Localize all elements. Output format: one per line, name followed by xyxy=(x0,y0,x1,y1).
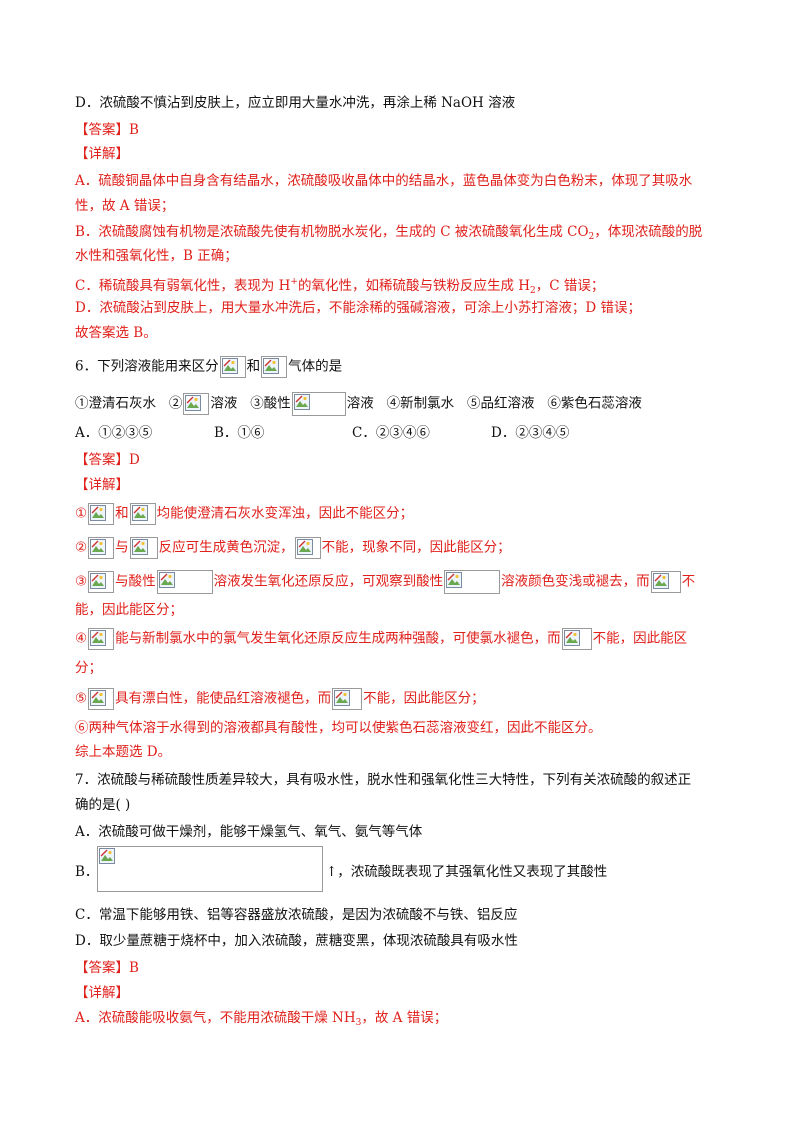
broken-image-icon xyxy=(219,356,246,378)
explanation-line: B．浓硫酸腐蚀有机物是浓硫酸先使有机物脱水炭化，生成的 C 被浓硫酸氧化生成 C… xyxy=(75,224,703,242)
explanation-line: D．浓硫酸沾到皮肤上，用大量水冲洗后，不能涂稀的强碱溶液，可涂上小苏打溶液；D … xyxy=(75,300,641,316)
explanation-line: C．稀硫酸具有弱氧化性，表现为 H+的氧化性，如稀硫酸与铁粉反应生成 H2，C … xyxy=(75,277,605,296)
explanation-label: 【详解】 xyxy=(75,146,129,162)
question-7-option-c: C．常温下能够用铁、铝等容器盛放浓硫酸，是因为浓硫酸不与铁、铝反应 xyxy=(75,907,518,923)
question-6-stem: 6．下列溶液能用来区分和气体的是 xyxy=(75,356,342,378)
question-7-option-b: B． xyxy=(75,864,99,880)
question-7-stem: 7．浓硫酸与稀硫酸性质差异较大，具有吸水性，脱水性和强氧化性三大特性，下列有关浓… xyxy=(75,772,692,788)
broken-image-icon xyxy=(261,356,288,378)
broken-image-icon xyxy=(156,570,213,594)
broken-image-icon xyxy=(97,846,323,892)
explanation-line: 故答案选 B。 xyxy=(75,325,157,341)
explanation-label: 【详解】 xyxy=(75,985,129,1001)
broken-image-icon xyxy=(444,570,501,594)
broken-image-icon xyxy=(88,503,115,525)
explanation-line: 水性和强氧化性，B 正确； xyxy=(75,248,238,264)
explanation-line: 分； xyxy=(75,660,102,676)
broken-image-icon xyxy=(88,537,115,559)
explanation-line: 综上本题选 D。 xyxy=(75,744,172,760)
question-7-option-b-text: ↑，浓硫酸既表现了其强氧化性又表现了其酸性 xyxy=(326,864,608,880)
explanation-line: ⑥两种气体溶于水得到的溶液都具有酸性，均可以使紫色石蕊溶液变红，因此不能区分。 xyxy=(75,720,602,736)
broken-image-icon xyxy=(650,571,681,593)
broken-image-icon xyxy=(291,392,346,416)
broken-image-icon xyxy=(183,393,210,415)
broken-image-icon xyxy=(129,503,156,525)
choice-d: D．②③④⑤ xyxy=(491,425,570,441)
question-7-stem: 确的是( ) xyxy=(75,797,131,813)
answer-label: 【答案】B xyxy=(75,960,139,976)
broken-image-icon xyxy=(88,628,115,650)
broken-image-icon xyxy=(561,628,592,650)
question-7-option-a: A．浓硫酸可做干燥剂，能够干燥氢气、氧气、氨气等气体 xyxy=(75,824,423,840)
broken-image-icon xyxy=(88,688,115,710)
option-d-line: D．浓硫酸不慎沾到皮肤上，应立即用大量水冲洗，再涂上稀 NaOH 溶液 xyxy=(75,95,516,111)
broken-image-icon xyxy=(129,537,158,559)
question-7-option-d: D．取少量蔗糖于烧杯中，加入浓硫酸，蔗糖变黑，体现浓硫酸具有吸水性 xyxy=(75,933,518,949)
answer-label: 【答案】D xyxy=(75,452,140,468)
broken-image-icon xyxy=(294,537,321,559)
broken-image-icon xyxy=(88,571,115,593)
choice-b: B．①⑥ xyxy=(214,425,265,441)
choice-a: A．①②③⑤ xyxy=(75,425,153,441)
choice-c: C．②③④⑥ xyxy=(352,425,430,441)
explanation-line: A．浓硫酸能吸收氨气，不能用浓硫酸干燥 NH3，故 A 错误； xyxy=(75,1010,448,1028)
explanation-label: 【详解】 xyxy=(75,477,129,493)
answer-label: 【答案】B xyxy=(75,122,139,138)
broken-image-icon xyxy=(332,688,363,710)
explanation-line: A．硫酸铜晶体中自身含有结晶水，浓硫酸吸收晶体中的结晶水，蓝色晶体变为白色粉末，… xyxy=(75,173,693,189)
explanation-line: 性，故 A 错误； xyxy=(75,198,175,214)
explanation-line: 能，因此能区分； xyxy=(75,602,183,618)
